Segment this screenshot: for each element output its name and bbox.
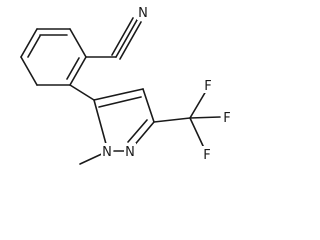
fluorine-1-label: F <box>204 79 211 94</box>
fluorine-2-label: F <box>223 111 230 126</box>
nitrile-n-label: N <box>138 6 148 21</box>
benzene-ring <box>20 28 87 86</box>
chemical-structure: N N N F F F <box>20 4 232 165</box>
pyrazole-n1-label: N <box>102 145 112 160</box>
pyrazole-ring <box>93 88 155 152</box>
aryl-pyrazole-bond <box>69 84 95 101</box>
pyrazole-n2-label: N <box>125 145 135 160</box>
fluorine-3-label: F <box>203 148 210 163</box>
trifluoromethyl-group <box>153 90 221 149</box>
nitrile-group <box>85 17 142 60</box>
